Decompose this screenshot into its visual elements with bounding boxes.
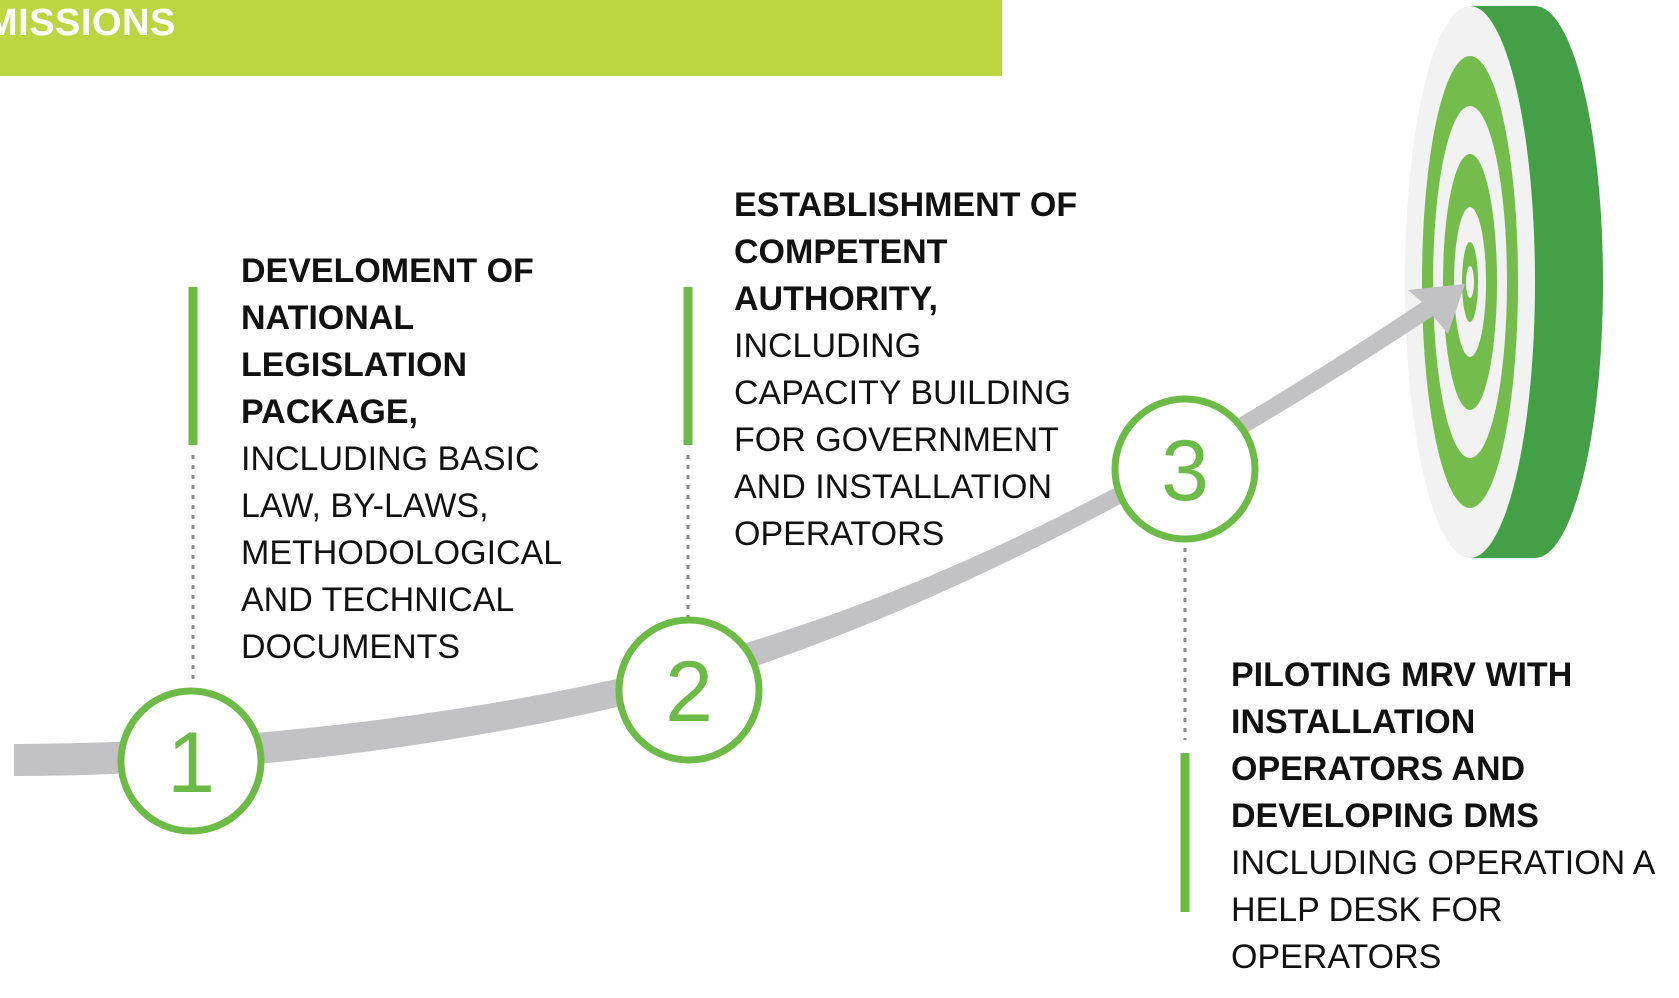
step-1-body-line: DOCUMENTS [241, 628, 461, 666]
step-2-title-line: ESTABLISHMENT OF [734, 186, 1078, 224]
step-3-circle: 3 [1111, 395, 1259, 543]
step-3-title-line: INSTALLATION [1231, 703, 1476, 741]
step-3-body-line: OPERATORS [1231, 938, 1442, 976]
step-2-body-line: FOR GOVERNMENT [734, 421, 1059, 459]
step-1-title-line: DEVELOMENT OF [241, 252, 534, 290]
step-3-title-line: PILOTING MRV WITH [1231, 656, 1573, 694]
step-2-body-line: CAPACITY BUILDING [734, 374, 1071, 412]
step-3-title-line: OPERATORS AND [1231, 750, 1526, 788]
step-1-body-line: INCLUDING BASIC [241, 440, 540, 478]
step-2-title-line: AUTHORITY, [734, 280, 938, 318]
step-3-number: 3 [1161, 423, 1209, 519]
step-1-number: 1 [167, 715, 215, 811]
step-3-title-line: DEVELOPING DMS [1231, 797, 1539, 835]
target-icon [1405, 6, 1603, 558]
step-3-body-line: INCLUDING OPERATION A [1231, 844, 1656, 882]
step-3-text: PILOTING MRV WITH INSTALLATION OPERATORS… [1231, 652, 1655, 981]
step-2-text: ESTABLISHMENT OF COMPETENT AUTHORITY, IN… [734, 182, 1077, 558]
connector-lines [188, 287, 1190, 912]
header-banner: MISSIONS [0, 0, 1002, 76]
step-3-body-line: HELP DESK FOR [1231, 891, 1503, 929]
banner-title: MISSIONS [0, 2, 176, 44]
step-2-body-line: INCLUDING [734, 327, 922, 365]
step-1-text: DEVELOMENT OF NATIONAL LEGISLATION PACKA… [241, 248, 562, 671]
step-1-body-line: METHODOLOGICAL [241, 534, 563, 572]
step-2-title-line: COMPETENT [734, 233, 948, 271]
step-2-number: 2 [665, 644, 713, 740]
step-2-body-line: OPERATORS [734, 515, 945, 553]
step-2-circle: 2 [615, 616, 763, 764]
step-2-body-line: AND INSTALLATION [734, 468, 1053, 506]
step-1-title-line: LEGISLATION [241, 346, 468, 384]
step-1-body-line: LAW, BY-LAWS, [241, 487, 489, 525]
step-1-title-line: PACKAGE, [241, 393, 418, 431]
step-1-circle: 1 [117, 687, 265, 835]
step-1-body-line: AND TECHNICAL [241, 581, 515, 619]
step-1-title-line: NATIONAL [241, 299, 415, 337]
